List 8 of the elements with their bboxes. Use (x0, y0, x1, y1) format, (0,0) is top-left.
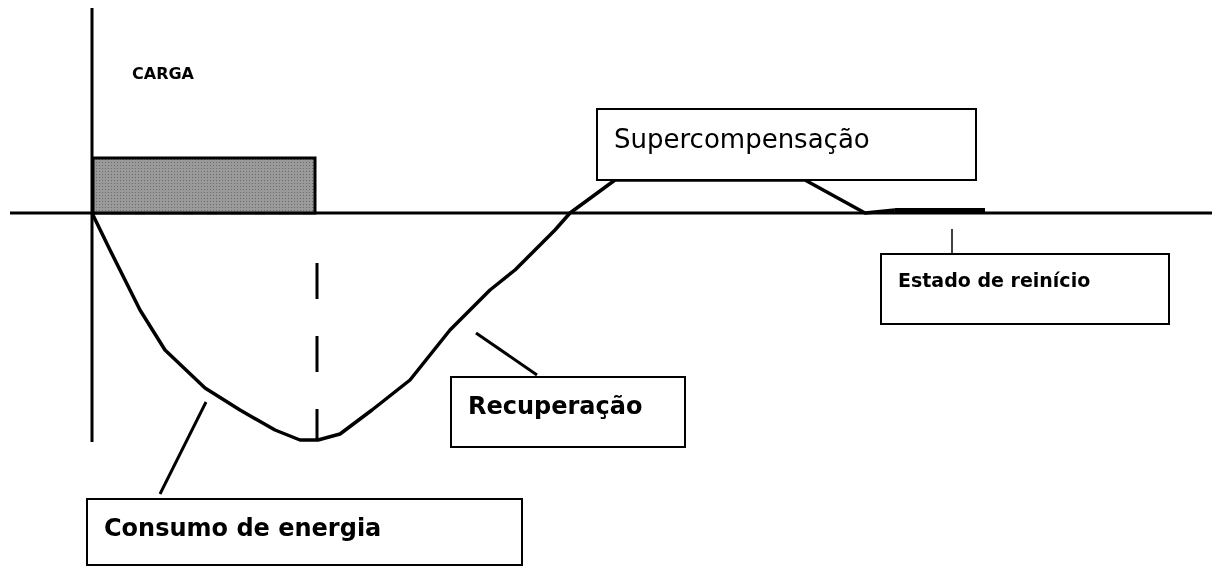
axis-label: CARGA (132, 64, 194, 83)
callout-label: Estado de reinício (880, 253, 1170, 325)
callout-label: Supercompensação (596, 108, 977, 181)
leader-line (475, 331, 538, 377)
leader-line (158, 401, 208, 495)
callout-label: Recuperação (450, 376, 686, 448)
callout-label: Consumo de energia (86, 498, 523, 566)
leader-line (951, 228, 953, 254)
